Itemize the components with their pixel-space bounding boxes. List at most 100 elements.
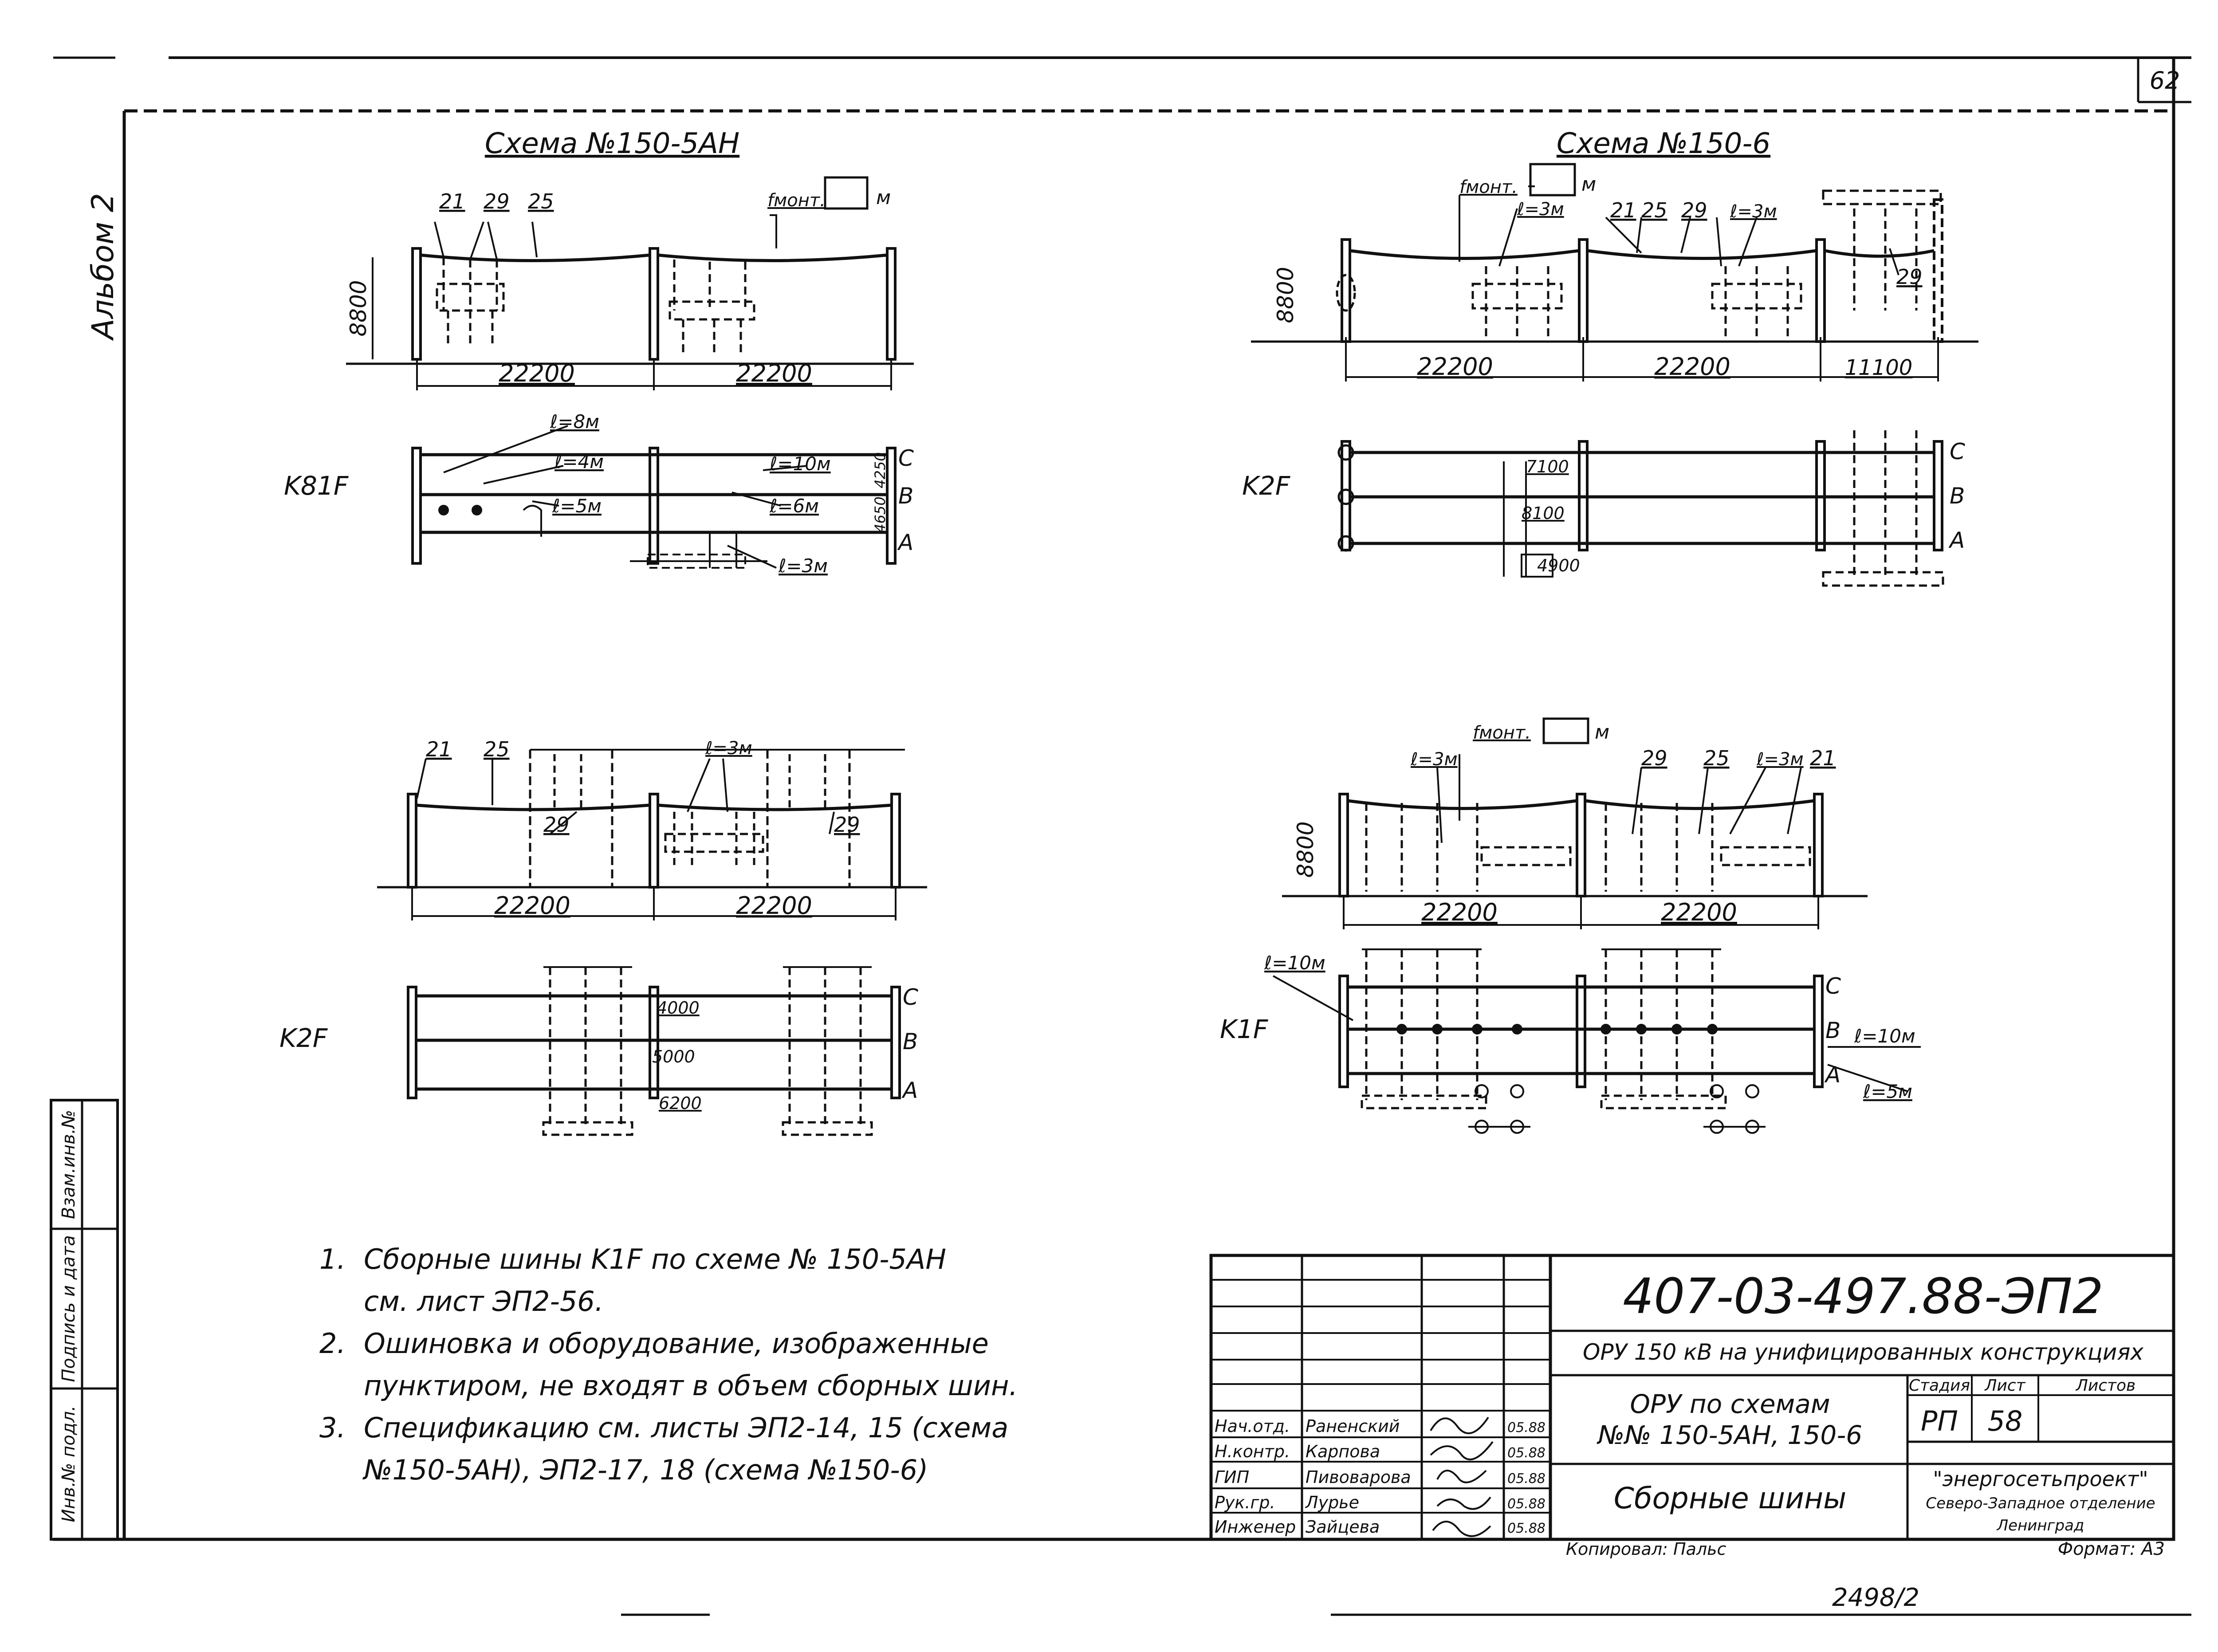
v3-callout-l3m-left: ℓ=3м [1517, 199, 1564, 220]
elevation-left-bottom [377, 749, 927, 920]
v6-phase-c: C [903, 984, 918, 1010]
v7-callout-21: 21 [1810, 746, 1836, 770]
v2-dim-4250: 4250 [872, 452, 889, 488]
v8-note-10m-left: ℓ=10м [1264, 952, 1325, 974]
plan-k81f [411, 425, 897, 569]
elevation-left-top [346, 176, 914, 390]
v8-note-5m: ℓ=5м [1863, 1081, 1912, 1102]
v1-callout-21: 21 [439, 189, 465, 213]
v6-phase-a: A [901, 1078, 918, 1103]
staff-date-3: 05.88 [1507, 1471, 1546, 1487]
v1-height-dim: 8800 [346, 280, 371, 336]
sheet-header: Лист [1984, 1377, 2025, 1395]
v2-note-8m: ℓ=8м [550, 411, 599, 433]
v2-label: K81F [284, 471, 349, 501]
v4-label: K2F [1242, 471, 1291, 501]
v6-phase-b: B [903, 1029, 918, 1054]
staff-date-2: 05.88 [1507, 1445, 1546, 1461]
signatures [1430, 1416, 1494, 1537]
v7-callout-25: 25 [1703, 746, 1730, 770]
v2-note-4m: ℓ=4м [554, 451, 604, 472]
sheet-frame [53, 56, 2191, 1616]
v7-sag-tag: fмонт. [1473, 723, 1531, 743]
note-2-line-2: пунктиром, не входят в объем сборных шин… [364, 1369, 1018, 1402]
v8-label: K1F [1220, 1014, 1269, 1044]
v6-dim-6200: 6200 [659, 1093, 702, 1113]
v1-callout-25: 25 [528, 189, 554, 213]
v3-span-2: 22200 [1654, 353, 1730, 381]
note-3-number: 3. [319, 1412, 346, 1444]
v1-span-1: 22200 [499, 359, 575, 387]
v1-sag-unit: м [876, 186, 891, 209]
stamp-inv-podl: Инв.№ подл. [59, 1405, 79, 1522]
v2-note-3m: ℓ=3м [778, 555, 828, 577]
note-2-number: 2. [319, 1327, 346, 1360]
staff-date-5: 05.88 [1507, 1521, 1546, 1536]
sheet-format: Формат: А3 [2058, 1539, 2165, 1559]
v5-callout-25: 25 [484, 737, 510, 761]
staff-date-4: 05.88 [1507, 1496, 1546, 1512]
v4-dim-7100: 7100 [1526, 457, 1569, 476]
v3-callout-l3m-right: ℓ=3м [1730, 201, 1777, 222]
v3-callout-29: 29 [1681, 198, 1707, 222]
stage-header: Стадия [1909, 1377, 1970, 1395]
v6-dim-4000: 4000 [657, 998, 700, 1018]
note-1-line-1: Сборные шины K1F по схеме № 150-5АН [364, 1243, 946, 1275]
v4-dim-4900: 4900 [1537, 556, 1580, 575]
v6-dim-5000: 5000 [652, 1047, 695, 1066]
v2-note-10m: ℓ=10м [769, 453, 831, 475]
plan-k2f-right [1337, 430, 1944, 587]
v4-phase-a: A [1948, 527, 1965, 553]
v3-span-1: 22200 [1417, 353, 1493, 381]
v7-callout-29: 29 [1641, 746, 1667, 770]
v1-span-2: 22200 [736, 359, 812, 387]
stamp-signature-date: Подпись и дата [59, 1235, 79, 1382]
v4-phase-b: B [1950, 483, 1965, 509]
staff-role-5: Инженер [1215, 1517, 1296, 1537]
v3-sag-unit: м [1581, 173, 1596, 196]
v3-callout-21: 21 [1610, 198, 1636, 222]
v5-callout-29-right: 29 [834, 813, 860, 837]
doc-code: 407-03-497.88-ЭП2 [1623, 1268, 2103, 1325]
copied-by: Копировал: Пальс [1566, 1539, 1726, 1559]
sheets-header: Листов [2075, 1377, 2135, 1395]
staff-name-3: Пивоварова [1306, 1467, 1411, 1487]
page-number: 62 [2150, 67, 2180, 94]
staff-date-1: 05.88 [1507, 1420, 1546, 1436]
v2-phase-b: B [898, 483, 913, 509]
staff-name-4: Лурье [1305, 1493, 1359, 1512]
v2-note-6m: ℓ=6м [769, 495, 819, 517]
v3-callout-29b: 29 [1896, 265, 1923, 289]
album-label: Альбом 2 [86, 193, 121, 341]
v5-span-1: 22200 [494, 892, 570, 920]
plan-k2f-left [407, 966, 901, 1136]
staff-role-1: Нач.отд. [1215, 1416, 1290, 1436]
stamp-vzam-inv: Взам.инв.№ [59, 1110, 79, 1219]
v2-dim-4650: 4650 [872, 496, 889, 532]
staff-name-1: Раненский [1306, 1416, 1400, 1436]
v7-callout-l3m-left: ℓ=3м [1410, 749, 1458, 770]
sheet-title-line-1: ОРУ по схемам [1630, 1389, 1830, 1419]
note-3-line-2: №150-5АН), ЭП2-17, 18 (схема №150-6) [362, 1454, 928, 1486]
drawing-name: Сборные шины [1614, 1481, 1846, 1515]
v3-sag-tag: fмонт. [1459, 177, 1518, 197]
v1-callout-29: 29 [484, 189, 510, 213]
elevation-right-top [1251, 163, 1978, 382]
v2-note-5m: ℓ=5м [552, 495, 602, 517]
v4-dim-8100: 8100 [1522, 503, 1565, 523]
v2-phase-a: A [897, 530, 913, 555]
v8-note-10m-right: ℓ=10м [1854, 1025, 1915, 1047]
scheme-title-right: Схема №150-6 [1557, 127, 1770, 160]
note-2-line-1: Ошиновка и оборудование, изображенные [364, 1327, 989, 1360]
general-notes: 1. Сборные шины K1F по схеме № 150-5АН с… [319, 1243, 1018, 1486]
v8-phase-a: A [1824, 1062, 1840, 1088]
staff-name-5: Зайцева [1306, 1517, 1380, 1537]
note-1-number: 1. [319, 1243, 346, 1275]
v5-callout-21: 21 [426, 737, 452, 761]
v5-callout-l3m: ℓ=3м [705, 738, 752, 759]
v3-span-3: 11100 [1845, 355, 1913, 380]
note-1-line-2: см. лист ЭП2-56. [364, 1285, 603, 1318]
v6-label: K2F [279, 1023, 328, 1053]
v7-height-dim: 8800 [1293, 821, 1318, 877]
